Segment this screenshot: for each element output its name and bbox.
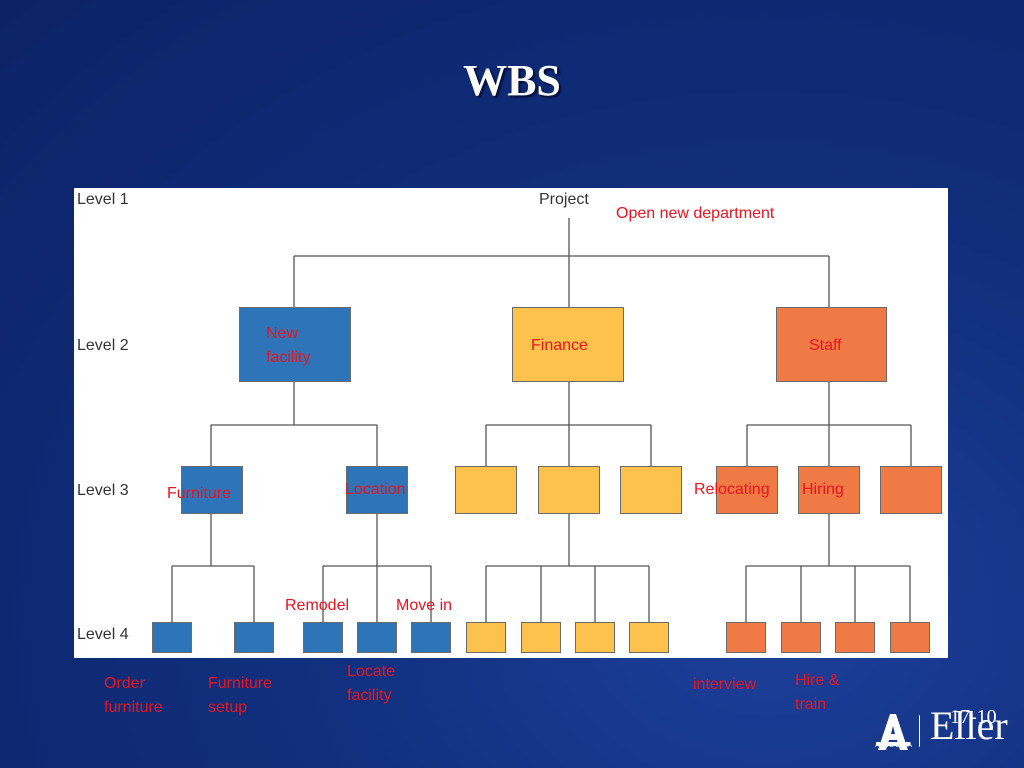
project-node: Project	[539, 191, 589, 208]
interview-label: interview	[693, 676, 757, 693]
level-2-label: Level 2	[77, 337, 129, 354]
arizona-wordmark: ARIZONA	[874, 742, 914, 749]
order-furniture-box	[152, 622, 192, 653]
wbs-diagram: Level 1 Level 2 Level 3 Level 4 Project	[74, 188, 948, 658]
finance-task-box	[538, 466, 600, 514]
finance-label: Finance	[531, 337, 588, 354]
staff-subtask-box	[835, 622, 875, 653]
level-1-label: Level 1	[77, 191, 129, 208]
hire-train-box	[781, 622, 821, 653]
open-new-department-annotation: Open new department	[616, 205, 775, 222]
logo-divider	[919, 715, 920, 747]
relocating-box	[716, 466, 778, 514]
locate-facility-label: Locate facility	[347, 663, 396, 704]
slide-number: 17-10	[950, 706, 997, 728]
staff-label: Staff	[809, 337, 842, 354]
finance-box	[512, 307, 624, 382]
furniture-label: Furniture	[167, 485, 232, 502]
location-box	[346, 466, 408, 514]
staff-box	[776, 307, 887, 382]
finance-task-box	[455, 466, 517, 514]
move-in-label: Move in	[396, 597, 453, 614]
staff-subtask-box	[890, 622, 930, 653]
finance-subtask-box	[575, 622, 615, 653]
new-facility-box	[239, 307, 351, 382]
move-in-box	[411, 622, 451, 653]
finance-subtask-box	[521, 622, 561, 653]
furniture-setup-label: Furniture setup	[208, 675, 273, 716]
furniture-box	[181, 466, 243, 514]
remodel-label: Remodel	[285, 597, 350, 614]
location-label: Location	[345, 481, 406, 498]
interview-box	[726, 622, 766, 653]
eller-logo: Eller	[930, 703, 1008, 748]
hire-train-label: Hire & train	[795, 672, 840, 713]
slide-title: WBS	[463, 56, 561, 105]
connector-lines	[171, 218, 912, 622]
hiring-box	[798, 466, 860, 514]
new-facility-label: New facility	[266, 325, 311, 366]
arizona-a-icon	[876, 714, 910, 750]
furniture-setup-box	[234, 622, 274, 653]
order-furniture-label: Order furniture	[104, 675, 163, 716]
level-3-label: Level 3	[77, 482, 129, 499]
finance-subtask-box	[629, 622, 669, 653]
level-4-label: Level 4	[77, 626, 129, 643]
finance-task-box	[620, 466, 682, 514]
hiring-label: Hiring	[802, 481, 844, 498]
staff-task-box	[880, 466, 942, 514]
remodel-box	[357, 622, 397, 653]
finance-subtask-box	[466, 622, 506, 653]
relocating-label: Relocating	[694, 481, 770, 498]
locate-facility-box	[303, 622, 343, 653]
